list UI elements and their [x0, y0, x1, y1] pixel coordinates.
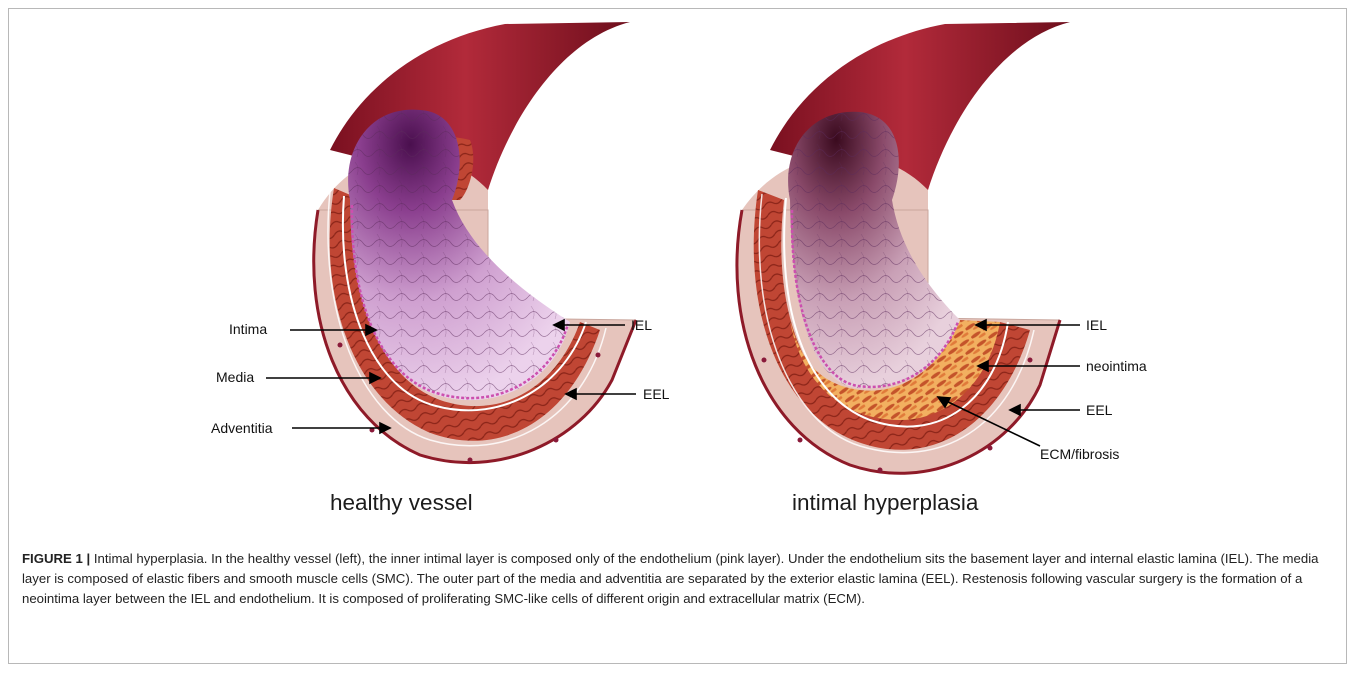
label-intima: Intima: [229, 321, 267, 337]
vessel-illustration: [0, 0, 1357, 540]
label-media: Media: [216, 369, 254, 385]
panel-title-healthy: healthy vessel: [330, 490, 473, 516]
label-iel-hyperplasia: IEL: [1086, 317, 1107, 333]
label-neointima: neointima: [1086, 358, 1147, 374]
label-ecm-fibrosis: ECM/fibrosis: [1040, 446, 1119, 462]
figure-label: FIGURE 1 |: [22, 551, 90, 566]
label-iel-healthy: IEL: [631, 317, 652, 333]
label-adventitia: Adventitia: [211, 420, 272, 436]
healthy-vessel-drawing: [300, 22, 640, 463]
caption-text: Intimal hyperplasia. In the healthy vess…: [22, 551, 1318, 606]
label-eel-hyperplasia: EEL: [1086, 402, 1112, 418]
panel-title-hyperplasia: intimal hyperplasia: [792, 490, 978, 516]
figure-caption: FIGURE 1 | Intimal hyperplasia. In the h…: [22, 549, 1336, 609]
label-eel-healthy: EEL: [643, 386, 669, 402]
